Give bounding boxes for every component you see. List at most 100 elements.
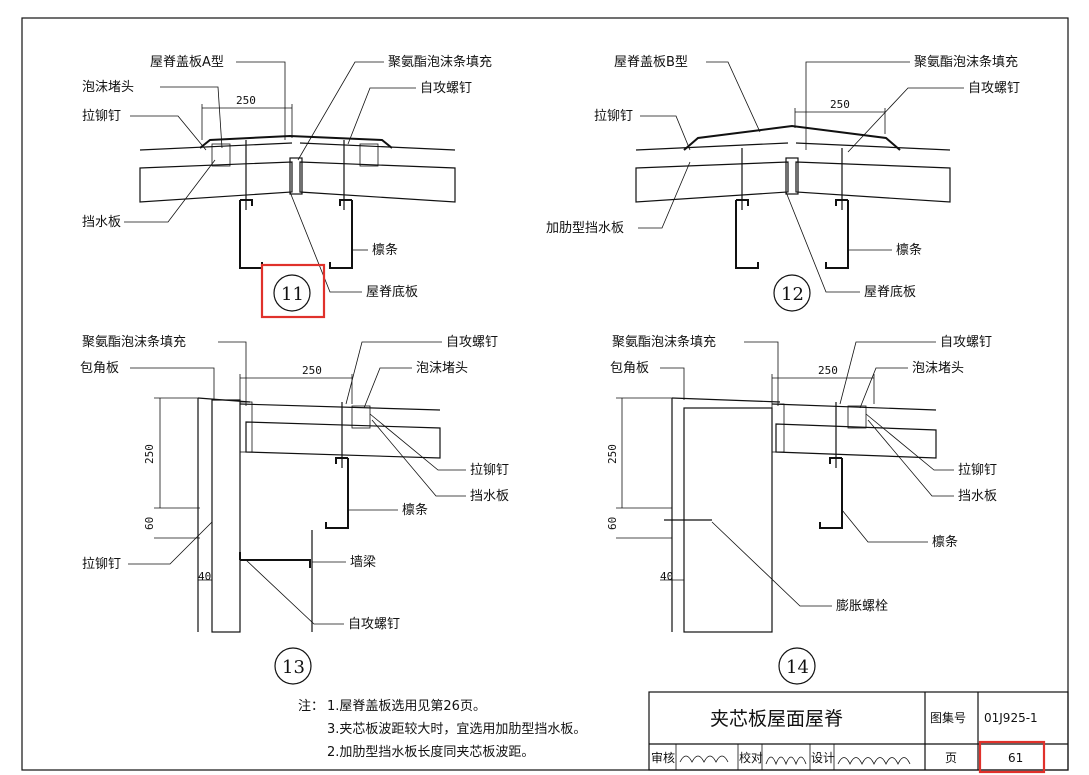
dim-250-horizontal: 250 bbox=[818, 364, 838, 377]
dim-250-vertical: 250 bbox=[143, 444, 156, 464]
note-3: 2.加肋型挡水板长度同夹芯板波距。 bbox=[327, 744, 534, 760]
detail-number-circle-11 bbox=[273, 274, 311, 312]
purlin-left bbox=[735, 199, 759, 269]
label-foam-stopper: 泡沫堵头 bbox=[416, 361, 468, 376]
pu-foam-fill bbox=[289, 157, 303, 195]
label-pu-foam-fill: 聚氨酯泡沫条填充 bbox=[612, 334, 716, 350]
pu-foam-fill bbox=[785, 157, 799, 195]
highlight-box-page-number bbox=[978, 740, 1046, 774]
roof-panel bbox=[775, 423, 937, 459]
label-water-stop: 挡水板 bbox=[958, 489, 997, 504]
foam-stopper bbox=[847, 405, 867, 429]
detail-number-14: 14 bbox=[786, 657, 809, 678]
foam-stopper-left bbox=[211, 143, 231, 167]
check-label: 校对 bbox=[739, 750, 763, 765]
label-pu-foam-fill: 聚氨酯泡沫条填充 bbox=[388, 54, 492, 70]
detail-number-circle-12 bbox=[773, 274, 811, 312]
page-label: 页 bbox=[945, 751, 957, 765]
ridge-cover-b bbox=[683, 124, 901, 151]
dim-60-vertical: 60 bbox=[606, 517, 619, 530]
sandwich-panel-right bbox=[795, 161, 951, 203]
ridge-cover-a bbox=[199, 134, 393, 149]
label-rivet-right: 拉铆钉 bbox=[470, 463, 509, 478]
dim-250: 250 bbox=[830, 98, 850, 111]
label-pu-foam-fill: 聚氨酯泡沫条填充 bbox=[914, 54, 1018, 70]
label-ridge-bottom: 屋脊底板 bbox=[864, 284, 916, 300]
detail-14: 250 250 60 40 聚氨酯泡沫条填充 包角板 自攻螺钉 泡沫堵头 拉铆钉… bbox=[606, 334, 997, 685]
label-anchor-bolt: 膨胀螺栓 bbox=[836, 599, 888, 614]
purlin bbox=[325, 457, 349, 529]
label-screw: 自攻螺钉 bbox=[940, 335, 992, 350]
detail-12: 250 屋脊盖板B型 聚氨酯泡沫条填充 自攻螺钉 拉铆钉 加肋型挡水板 檩条 屋… bbox=[546, 54, 1020, 312]
label-screw-top: 自攻螺钉 bbox=[446, 335, 498, 350]
label-rivet: 拉铆钉 bbox=[958, 463, 997, 478]
highlight-box-detail-11 bbox=[260, 263, 326, 319]
check-signature bbox=[765, 756, 807, 766]
sandwich-panel-left bbox=[635, 161, 789, 203]
sheet-frame bbox=[21, 17, 1069, 771]
label-water-stop: 挡水板 bbox=[82, 215, 121, 230]
design-signature bbox=[837, 757, 911, 765]
label-screw: 自攻螺钉 bbox=[968, 81, 1020, 96]
label-purlin: 檩条 bbox=[896, 242, 922, 258]
corner-plate bbox=[671, 397, 781, 403]
label-wall-beam: 墙梁 bbox=[350, 555, 376, 570]
detail-number-11: 11 bbox=[281, 284, 304, 305]
notes-prefix: 注： bbox=[298, 699, 324, 714]
purlin-right bbox=[329, 199, 353, 269]
label-corner-plate: 包角板 bbox=[80, 361, 119, 376]
label-purlin: 檩条 bbox=[932, 534, 958, 550]
detail-number-circle-14 bbox=[778, 647, 816, 685]
notes: 注： 1.屋脊盖板选用见第26页。 3.夹芯板波距较大时，宜选用加肋型挡水板。 … bbox=[298, 699, 586, 760]
label-corner-plate: 包角板 bbox=[610, 361, 649, 376]
detail-number-circle-13 bbox=[274, 647, 312, 685]
label-screw: 自攻螺钉 bbox=[420, 81, 472, 96]
purlin bbox=[819, 457, 843, 529]
label-foam-stopper: 泡沫堵头 bbox=[82, 80, 134, 95]
design-label: 设计 bbox=[811, 751, 835, 765]
label-screw-bottom: 自攻螺钉 bbox=[348, 617, 400, 632]
label-ridge-cover-b: 屋脊盖板B型 bbox=[614, 55, 688, 70]
dim-60-vertical: 60 bbox=[143, 517, 156, 530]
page-number: 61 bbox=[1008, 751, 1023, 765]
label-water-stop: 挡水板 bbox=[470, 489, 509, 504]
label-ridge-cover-a: 屋脊盖板A型 bbox=[150, 55, 224, 70]
dim-40: 40 bbox=[198, 570, 211, 583]
review-signature bbox=[679, 755, 729, 763]
title-block: 夹芯板屋面屋脊 图集号 01J925-1 审核 校对 设计 页 61 bbox=[648, 691, 1069, 774]
label-rivet: 拉铆钉 bbox=[594, 109, 633, 124]
label-rivet: 拉铆钉 bbox=[82, 109, 121, 124]
note-1: 1.屋脊盖板选用见第26页。 bbox=[327, 699, 486, 714]
roof-panel bbox=[245, 421, 441, 459]
dim-250-vertical: 250 bbox=[606, 444, 619, 464]
foam-stopper-right bbox=[359, 143, 379, 167]
label-pu-foam-fill: 聚氨酯泡沫条填充 bbox=[82, 334, 186, 350]
detail-number-13: 13 bbox=[282, 657, 305, 678]
foam-stopper bbox=[351, 405, 371, 429]
label-rivet-left: 拉铆钉 bbox=[82, 557, 121, 572]
atlas-label: 图集号 bbox=[930, 710, 966, 725]
label-ribbed-water-stop: 加肋型挡水板 bbox=[546, 221, 624, 236]
drawing-title: 夹芯板屋面屋脊 bbox=[710, 708, 843, 730]
purlin-right bbox=[825, 199, 849, 269]
wall-beam bbox=[239, 552, 311, 568]
atlas-number: 01J925-1 bbox=[984, 711, 1038, 725]
label-purlin: 檩条 bbox=[372, 242, 398, 258]
purlin-left bbox=[239, 199, 263, 269]
note-2: 3.夹芯板波距较大时，宜选用加肋型挡水板。 bbox=[327, 722, 586, 737]
sandwich-panel-right bbox=[299, 161, 456, 203]
dim-250-horizontal: 250 bbox=[302, 364, 322, 377]
corner-plate bbox=[197, 397, 251, 403]
label-ridge-bottom: 屋脊底板 bbox=[366, 284, 418, 300]
detail-13: 250 250 60 40 聚氨酯泡沫条填充 包角板 自攻螺钉 泡沫堵头 拉铆钉… bbox=[80, 334, 509, 685]
pu-foam-fill bbox=[771, 403, 785, 453]
review-label: 审核 bbox=[651, 750, 675, 765]
detail-number-12: 12 bbox=[781, 284, 804, 305]
label-foam-stopper: 泡沫堵头 bbox=[912, 361, 964, 376]
detail-11: 250 屋脊盖板A型 泡沫堵头 拉铆钉 聚氨酯泡沫条填充 自攻螺钉 挡水板 檩条… bbox=[82, 54, 492, 319]
sandwich-panel-left bbox=[139, 161, 293, 203]
label-purlin: 檩条 bbox=[402, 502, 428, 518]
dim-250: 250 bbox=[236, 94, 256, 107]
dim-40: 40 bbox=[660, 570, 673, 583]
